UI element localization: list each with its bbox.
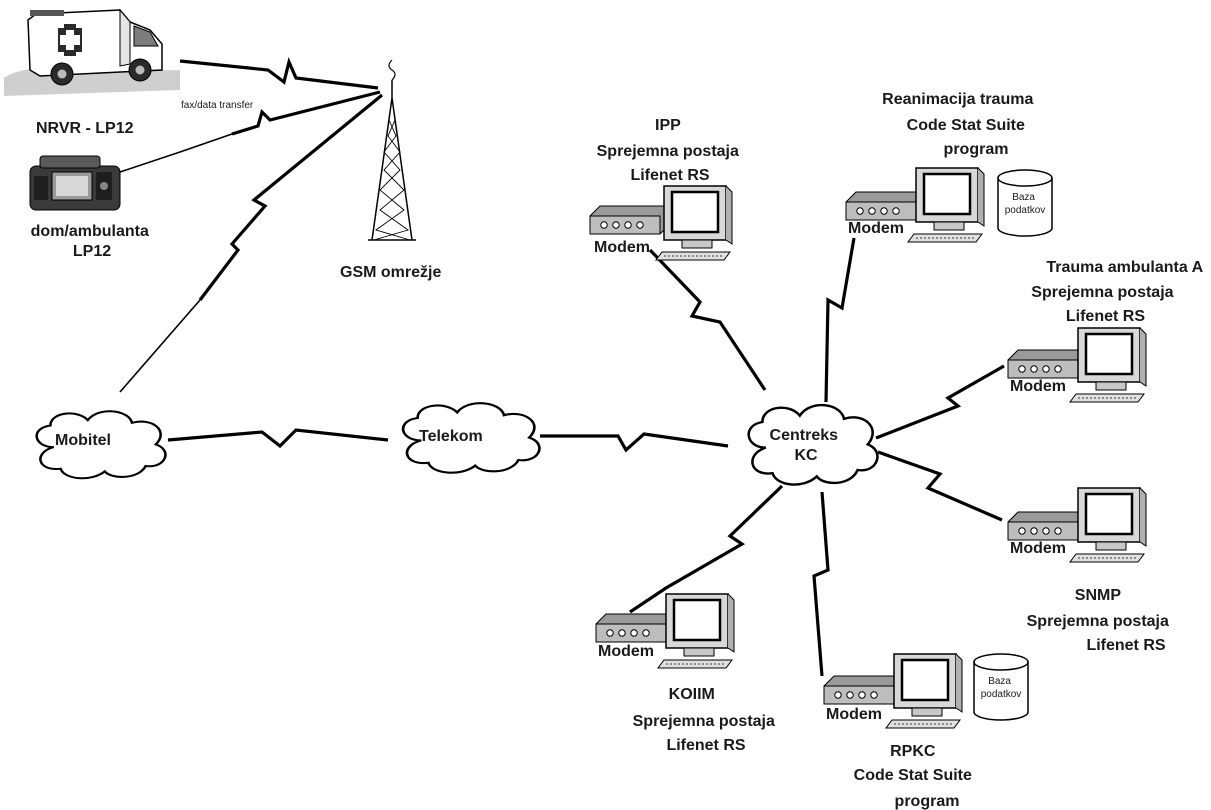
link-ipp-centreks [648,248,767,391]
station-ipp-title: IPP Sprejemna postaja Lifenet RS [597,117,744,184]
link-traumaa-centreks [875,364,1005,440]
centreks-cloud [747,403,879,486]
gsm-tower-icon [368,59,416,241]
link-mobitel-gsm-bolt [198,93,384,301]
modem-icon [823,675,905,705]
modem-label: Modem [826,706,882,723]
link-ambulance-gsm [179,57,379,90]
modem-icon [595,613,677,643]
station-trauma-a: Trauma ambulanta A Sprejemna postaja Lif… [1007,259,1207,404]
station-snmp: Modem SNMP Sprejemna postaja Lifenet RS [1007,486,1174,654]
mobitel-label: Mobitel [55,432,111,449]
link-reanimacija-centreks [824,237,856,403]
database-icon [997,169,1053,237]
station-reanimacija-title: Reanimacija trauma Code Stat Suite progr… [882,91,1038,158]
connections [119,57,1005,677]
modem-icon [1007,349,1089,379]
computer-icon [884,652,964,730]
modem-label: Modem [848,220,904,237]
telekom-label: Telekom [419,428,483,445]
gsm-label: GSM omrežje [340,264,441,281]
station-snmp-title: SNMP Sprejemna postaja Lifenet RS [1027,587,1174,654]
station-koiim: Modem KOIIM Sprejemna postaja Lifenet RS [595,592,780,754]
link-mobitel-telekom [167,428,389,449]
link-koiim-centreks [629,484,784,614]
modem-icon [1007,511,1089,541]
ambulance-icon [4,8,180,96]
computer-icon [1068,486,1148,564]
station-trauma-a-title: Trauma ambulanta A Sprejemna postaja Lif… [1031,259,1207,325]
station-rpkc: Baza podatkov Modem RPKC Code Stat Suite… [823,652,1029,810]
station-koiim-title: KOIIM Sprejemna postaja Lifenet RS [633,686,780,754]
station-rpkc-title: RPKC Code Stat Suite program [854,743,977,810]
station-reanimacija: Reanimacija trauma Code Stat Suite progr… [845,91,1053,244]
modem-label: Modem [1010,378,1066,395]
database-label: Baza podatkov [1005,192,1046,216]
link-telekom-centreks [540,432,729,453]
centreks-label: Centreks KC [770,427,843,464]
ambulance-label: NRVR - LP12 [36,120,134,137]
link-snmp-centreks [877,450,1003,522]
computer-icon [906,166,986,244]
computer-icon [1068,326,1148,404]
database-icon [973,653,1029,721]
modem-label: Modem [594,239,650,256]
computer-icon [654,184,734,262]
link-rpkc-centreks [812,491,830,677]
modem-icon [589,205,671,235]
station-ipp: IPP Sprejemna postaja Lifenet RS Modem [589,117,744,262]
fax-transfer-label: fax/data transfer [181,100,254,111]
defibrillator-icon [29,155,121,211]
modem-label: Modem [598,643,654,660]
device-label: dom/ambulanta LP12 [31,223,154,260]
link-device-gsm [119,133,233,173]
modem-icon [845,191,927,221]
computer-icon [656,592,736,670]
link-device-gsm-bolt [231,90,381,136]
modem-label: Modem [1010,540,1066,557]
database-label: Baza podatkov [981,676,1022,700]
link-mobitel-gsm [119,299,201,393]
